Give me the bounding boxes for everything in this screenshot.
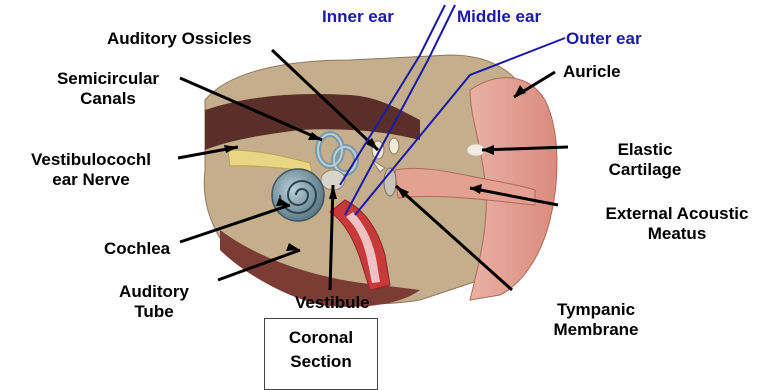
label-auditory-tube-line1: Auditory — [104, 282, 204, 302]
coronal-section-box: Coronal Section — [264, 318, 378, 390]
coronal-section-line2: Section — [265, 352, 377, 372]
label-external-acoustic-meatus: External Acoustic Meatus — [584, 204, 770, 244]
label-tympanic-line1: Tympanic — [540, 300, 652, 320]
label-cochlea: Cochlea — [104, 239, 170, 259]
label-auricle: Auricle — [563, 62, 621, 82]
label-elastic-cartilage-line2: Cartilage — [590, 160, 700, 180]
coronal-section-line1: Coronal — [265, 328, 377, 348]
label-auditory-ossicles: Auditory Ossicles — [107, 29, 252, 49]
label-tympanic-line2: Membrane — [540, 320, 652, 340]
label-auditory-tube-line2: Tube — [104, 302, 204, 322]
cochlea-shape — [272, 169, 324, 221]
label-elastic-cartilage: Elastic Cartilage — [590, 140, 700, 180]
label-vestibulocochlear-line2: ear Nerve — [8, 170, 174, 190]
label-elastic-cartilage-line1: Elastic — [590, 140, 700, 160]
label-vestibulocochlear-nerve: Vestibulocochl ear Nerve — [8, 150, 174, 190]
label-middle-ear: Middle ear — [457, 7, 541, 27]
ear-anatomy-diagram: Inner ear Middle ear Outer ear Auditory … — [0, 0, 771, 379]
label-semicircular-canals: Semicircular Canals — [50, 69, 166, 109]
label-vestibule: Vestibule — [295, 293, 370, 313]
label-semicircular-canals-line1: Semicircular — [50, 69, 166, 89]
label-inner-ear: Inner ear — [322, 7, 394, 27]
label-external-acoustic-line2: Meatus — [584, 224, 770, 244]
label-semicircular-canals-line2: Canals — [50, 89, 166, 109]
label-vestibulocochlear-line1: Vestibulocochl — [8, 150, 174, 170]
label-auditory-tube: Auditory Tube — [104, 282, 204, 322]
label-tympanic-membrane: Tympanic Membrane — [540, 300, 652, 340]
label-outer-ear: Outer ear — [566, 29, 642, 49]
label-external-acoustic-line1: External Acoustic — [584, 204, 770, 224]
